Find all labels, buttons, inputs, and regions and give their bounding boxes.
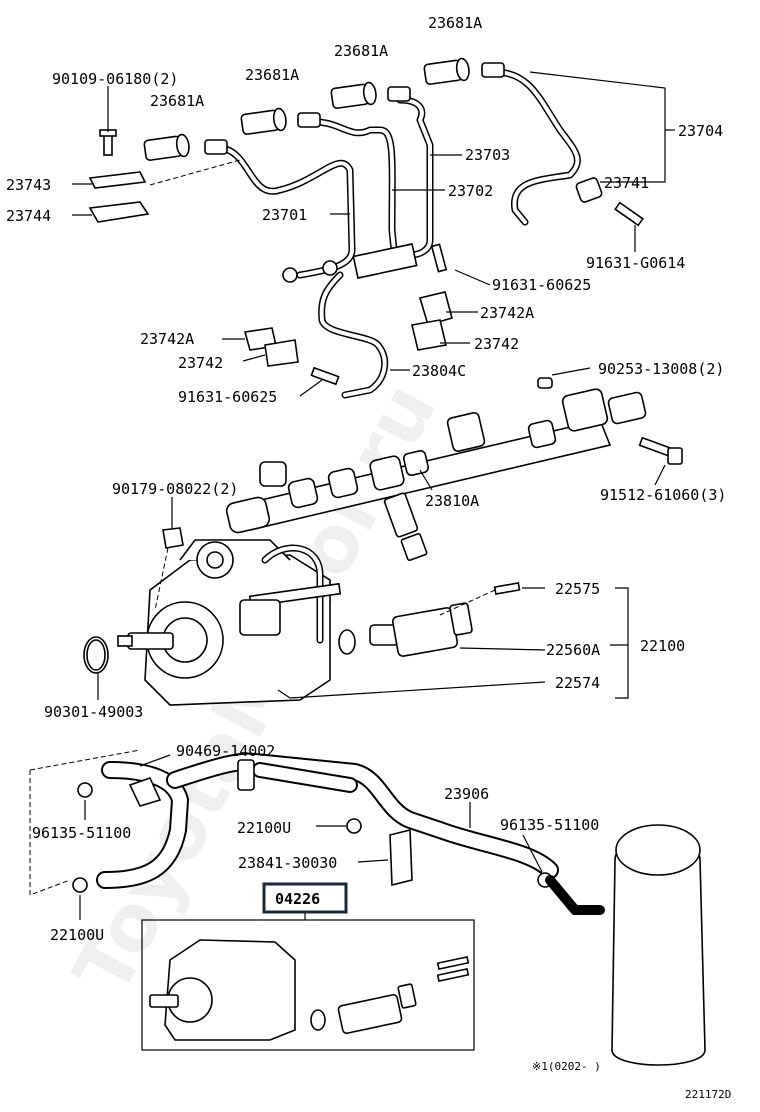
label-23681a-1: 23681A — [428, 14, 482, 32]
label-96135-51100-right: 96135-51100 — [500, 816, 599, 834]
label-22574: 22574 — [555, 674, 600, 692]
fuel-hose-section — [29, 749, 706, 1066]
label-23703: 23703 — [465, 146, 510, 164]
label-22575: 22575 — [555, 580, 600, 598]
label-22100u-bottom: 22100U — [50, 926, 104, 944]
label-91631-60625-upper: 91631-60625 — [492, 276, 591, 294]
label-23702: 23702 — [448, 182, 493, 200]
label-22100u-mid: 22100U — [237, 819, 291, 837]
label-23681a-4: 23681A — [150, 92, 204, 110]
label-22560a: 22560A — [546, 641, 600, 659]
label-23810a: 23810A — [425, 492, 479, 510]
label-23742a-left: 23742A — [140, 330, 194, 348]
label-91512-61060: 91512-61060(3) — [600, 486, 726, 504]
leader-lines — [72, 71, 675, 920]
supply-pump — [83, 539, 521, 706]
label-22100: 22100 — [640, 637, 685, 655]
illustration-code: 221172D — [685, 1088, 731, 1101]
label-23906: 23906 — [444, 785, 489, 803]
pump-assy-label-box — [262, 882, 348, 914]
label-23841-30030: 23841-30030 — [238, 854, 337, 872]
label-04226: 04226 — [275, 890, 320, 908]
label-90109-06180: 90109-06180(2) — [52, 70, 178, 88]
label-91631-60625-lower: 91631-60625 — [178, 388, 277, 406]
nozzle-holders — [143, 57, 505, 161]
label-23744: 23744 — [6, 207, 51, 225]
label-90179-08022: 90179-08022(2) — [112, 480, 238, 498]
applicability-note: ※1(0202- ) — [532, 1060, 601, 1073]
label-23742a-right: 23742A — [480, 304, 534, 322]
clamp-parts-right — [243, 177, 644, 386]
label-23804c: 23804C — [412, 362, 466, 380]
part-labels: 23681A 23681A 23681A 23681A 90109-06180(… — [6, 14, 731, 1101]
label-23743: 23743 — [6, 176, 51, 194]
label-90253-13008: 90253-13008(2) — [598, 360, 724, 378]
label-23681a-2: 23681A — [334, 42, 388, 60]
label-23701: 23701 — [262, 206, 307, 224]
label-23742-right: 23742 — [474, 335, 519, 353]
label-23704: 23704 — [678, 122, 723, 140]
label-90301-49003: 90301-49003 — [44, 703, 143, 721]
label-96135-51100-left: 96135-51100 — [32, 824, 131, 842]
label-91631-g0614: 91631-G0614 — [586, 254, 685, 272]
injection-pipes-group — [216, 68, 581, 399]
label-90469-14002: 90469-14002 — [176, 742, 275, 760]
label-23741: 23741 — [604, 174, 649, 192]
pump-assy-box — [141, 912, 475, 1051]
label-23681a-3: 23681A — [245, 66, 299, 84]
label-23742-left: 23742 — [178, 354, 223, 372]
common-rail — [162, 377, 683, 561]
